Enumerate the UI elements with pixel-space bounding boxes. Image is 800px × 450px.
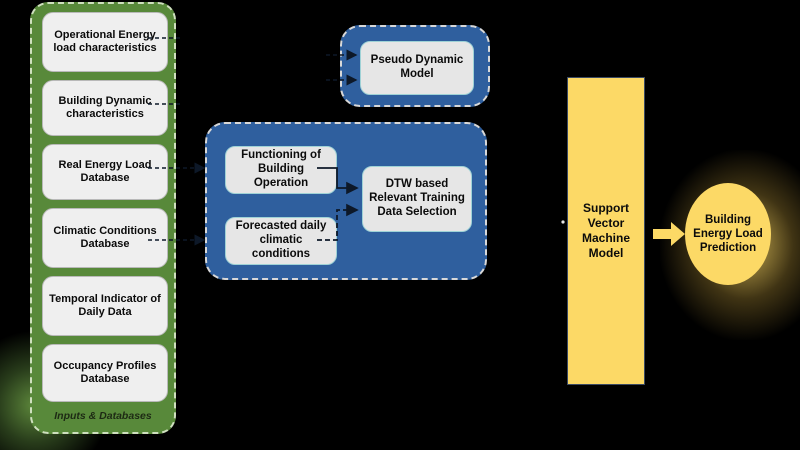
forecasted-daily-climatic-box[interactable]: Forecasted daily climatic conditions bbox=[225, 217, 337, 265]
input-box-operational-energy-load[interactable]: Operational Energy load characteristics bbox=[42, 12, 168, 72]
dtw-relevant-training-data-box[interactable]: DTW based Relevant Training Data Selecti… bbox=[362, 166, 472, 232]
building-energy-load-prediction[interactable]: Building Energy Load Prediction bbox=[685, 183, 771, 285]
input-box-real-energy-load-db[interactable]: Real Energy Load Database bbox=[42, 144, 168, 200]
svm-input-marker bbox=[561, 220, 565, 224]
training-data-selection-panel: Functioning of Building Operation Foreca… bbox=[205, 122, 487, 280]
pseudo-dynamic-model-box[interactable]: Pseudo Dynamic Model bbox=[360, 41, 474, 95]
input-box-occupancy-profiles-db[interactable]: Occupancy Profiles Database bbox=[42, 344, 168, 402]
svm-to-prediction-arrow-icon bbox=[653, 222, 685, 246]
input-box-temporal-indicator[interactable]: Temporal Indicator of Daily Data bbox=[42, 276, 168, 336]
input-box-climatic-conditions-db[interactable]: Climatic Conditions Database bbox=[42, 208, 168, 268]
inputs-panel-caption: Inputs & Databases bbox=[54, 410, 152, 422]
input-box-building-dynamic[interactable]: Building Dynamic characteristics bbox=[42, 80, 168, 136]
support-vector-machine-model[interactable]: Support Vector Machine Model bbox=[567, 77, 645, 385]
pseudo-dynamic-panel: Pseudo Dynamic Model bbox=[340, 25, 490, 107]
functioning-building-operation-box[interactable]: Functioning of Building Operation bbox=[225, 146, 337, 194]
inputs-databases-panel: Operational Energy load characteristics … bbox=[30, 2, 176, 434]
